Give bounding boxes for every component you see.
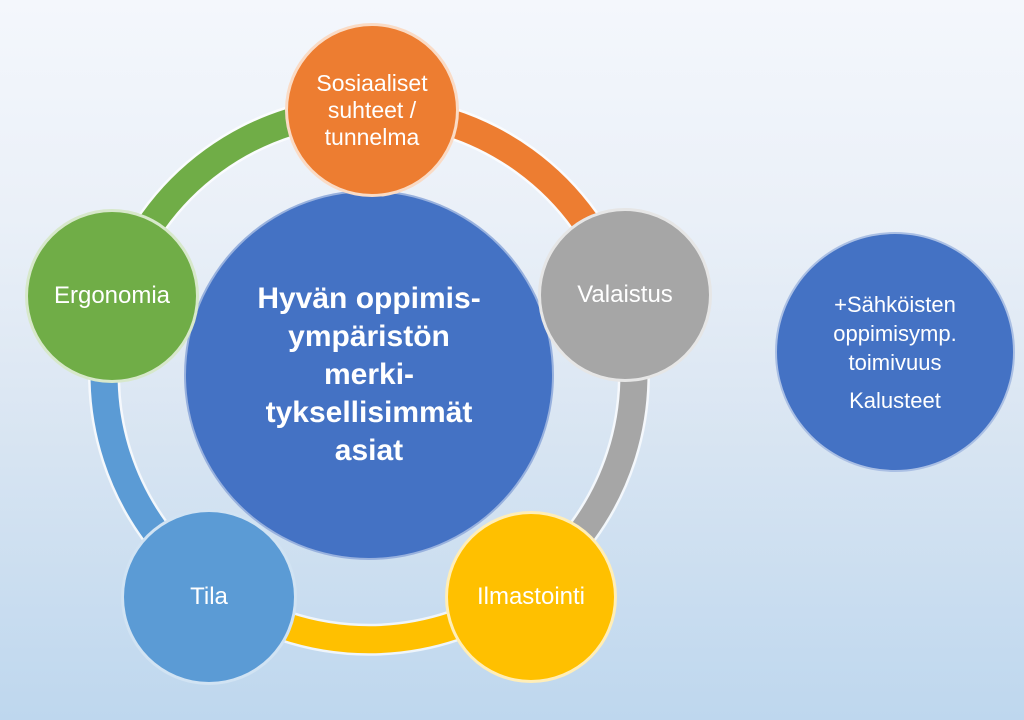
side-circle-top-text: +Sähköisten oppimisymp. toimivuus — [833, 291, 957, 375]
node-valaistus: Valaistus — [538, 208, 712, 382]
node-ilmastointi-label: Ilmastointi — [476, 583, 586, 610]
node-tila-label: Tila — [190, 583, 228, 610]
center-circle: Hyvän oppimis- ympäristön merki- tyksell… — [184, 190, 554, 560]
node-sosiaaliset-suhteet-label: Sosiaaliset suhteet / tunnelma — [316, 69, 428, 150]
node-sosiaaliset-suhteet: Sosiaaliset suhteet / tunnelma — [285, 23, 459, 197]
center-circle-label: Hyvän oppimis- ympäristön merki- tyksell… — [257, 282, 481, 467]
node-ilmastointi: Ilmastointi — [445, 511, 617, 683]
node-ergonomia: Ergonomia — [25, 209, 199, 383]
node-ergonomia-label: Ergonomia — [53, 282, 171, 309]
node-tila: Tila — [121, 509, 297, 685]
node-valaistus-label: Valaistus — [577, 281, 673, 308]
side-circle-bottom-text: Kalusteet — [849, 387, 941, 413]
side-circle-sahkoisten: +Sähköisten oppimisymp. toimivuus Kalust… — [775, 232, 1015, 472]
